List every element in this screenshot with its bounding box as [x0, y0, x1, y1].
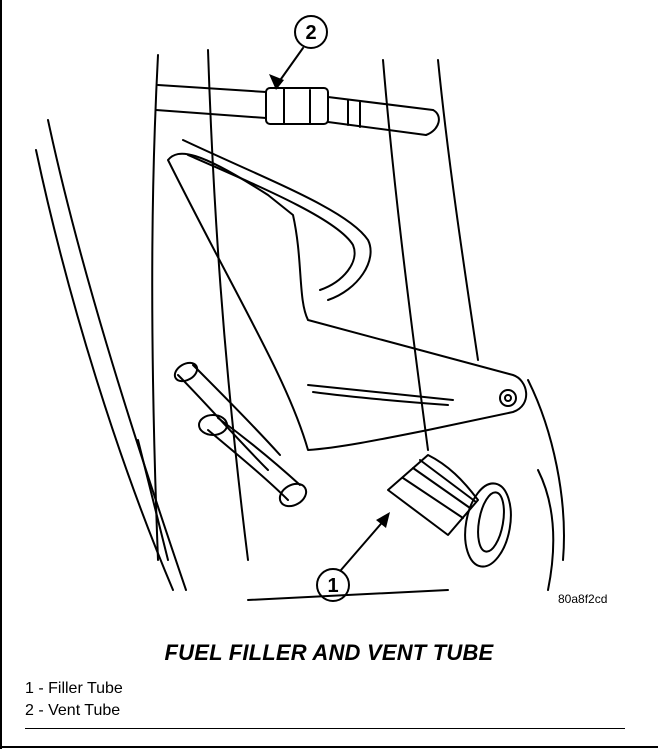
filler-neck [464, 482, 512, 568]
legend-item: 2 - Vent Tube [25, 702, 121, 719]
frame-rail-far [437, 59, 479, 361]
vent-tube-upper [157, 84, 434, 111]
bottom-border [0, 746, 658, 748]
frame-rail-mid [207, 49, 249, 561]
vent-tube-end [425, 109, 440, 136]
vent-tube-lower [155, 109, 427, 136]
body-edge-outer [35, 149, 174, 591]
legend-item: 1 - Filler Tube [25, 680, 123, 697]
bracket-bolt [499, 389, 517, 407]
frame-rail-right [382, 59, 429, 451]
figure-code: 80a8f2cd [558, 592, 608, 606]
callout-1-circle [316, 568, 350, 602]
vent-clamp [265, 87, 329, 125]
heat-shield [167, 152, 528, 451]
callout-2-arrowhead [269, 74, 284, 90]
left-border [0, 0, 2, 749]
figure-caption: FUEL FILLER AND VENT TUBE [164, 640, 494, 665]
callout-1-arrowhead [376, 512, 390, 528]
body-edge-inner [47, 119, 187, 591]
legend: 1 - Filler Tube 2 - Vent Tube [25, 678, 123, 722]
callout-1-leader [340, 517, 387, 571]
frame-rail-left [151, 54, 159, 561]
callout-2-circle [294, 15, 328, 49]
illustration: 2 1 [35, 15, 565, 602]
filler-tube [387, 454, 479, 536]
section-divider [25, 728, 625, 729]
callout-2-number: 2 [305, 22, 316, 44]
callout-1-number: 1 [327, 575, 338, 597]
